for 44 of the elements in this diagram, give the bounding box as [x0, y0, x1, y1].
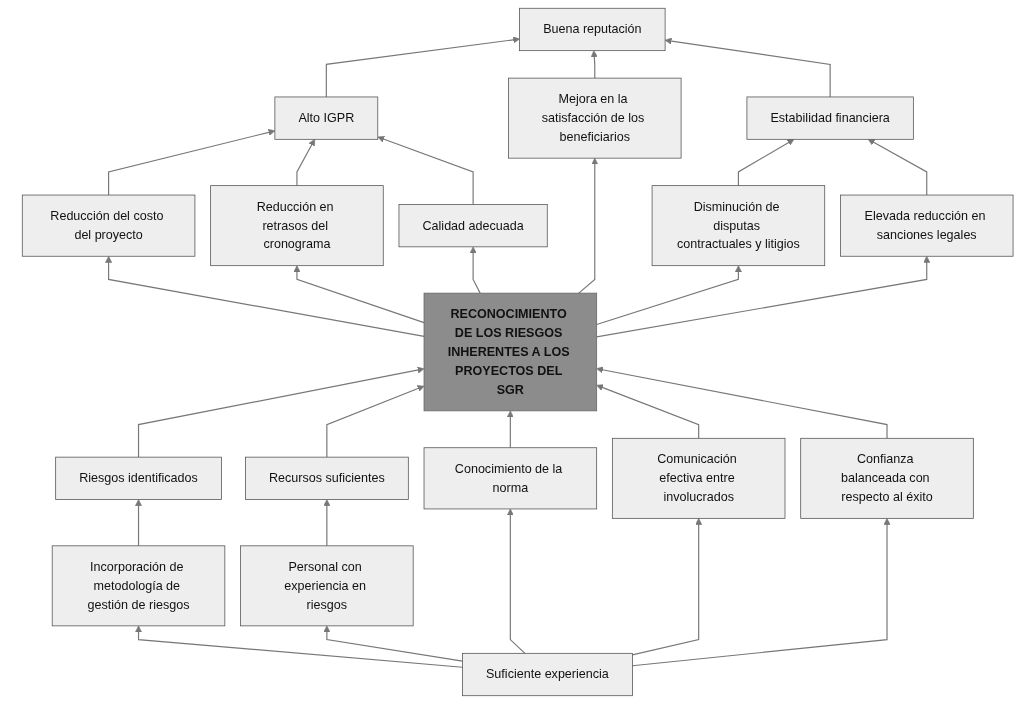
arrow [596, 265, 743, 326]
arrow [507, 508, 526, 654]
arrow [596, 366, 888, 439]
node-box: Alto IGPR [274, 96, 379, 140]
arrow [293, 265, 425, 324]
arrow [135, 499, 143, 547]
arrow [138, 366, 425, 458]
arrow [108, 129, 276, 196]
arrow [470, 246, 482, 294]
arrow [296, 139, 316, 187]
arrow [326, 36, 521, 98]
node-box: Personal con experiencia en riesgos [240, 545, 414, 627]
node-box: RECONOCIMIENTO DE LOS RIESGOS INHERENTES A LOS PROYECTOS DEL SGR [423, 292, 598, 412]
arrow [591, 50, 599, 79]
arrow [578, 157, 599, 294]
arrow [323, 625, 464, 662]
arrow [738, 139, 795, 187]
node-box: Suficiente experiencia [462, 652, 634, 697]
node-box: Elevada reducción en sanciones legales [840, 194, 1014, 257]
node-box: Riesgos identificados [55, 456, 223, 500]
arrow [507, 410, 515, 449]
node-box: Conocimiento de la norma [423, 447, 598, 510]
arrow [868, 139, 928, 196]
node-box: Reducción en retrasos del cronograma [210, 185, 384, 267]
node-box: Mejora en la satisfacción de los beneficiarios [508, 77, 682, 159]
arrow [665, 37, 832, 98]
node-box: Buena reputación [519, 7, 666, 52]
node-box: Reducción del costo del proyecto [22, 194, 196, 257]
node-box: Confianza balanceada con respecto al éxito [800, 437, 975, 519]
node-box: Comunicación efectiva entre involucrados [612, 437, 786, 519]
node-box: Disminución de disputas contractuales y litigios [652, 185, 826, 267]
node-box: Incorporación de metodología de gestión de riesgos [52, 545, 226, 627]
arrow [377, 135, 475, 206]
arrow [632, 518, 891, 667]
arrow [596, 255, 931, 338]
node-box: Estabilidad financiera [746, 96, 915, 140]
arrow [105, 255, 425, 337]
arrow [326, 385, 425, 458]
arrow [596, 384, 700, 439]
node-box: Calidad adecuada [398, 204, 548, 248]
node-box: Recursos suficientes [245, 456, 410, 500]
arrow [323, 499, 331, 547]
arrow [632, 518, 703, 656]
arrow [135, 625, 464, 668]
